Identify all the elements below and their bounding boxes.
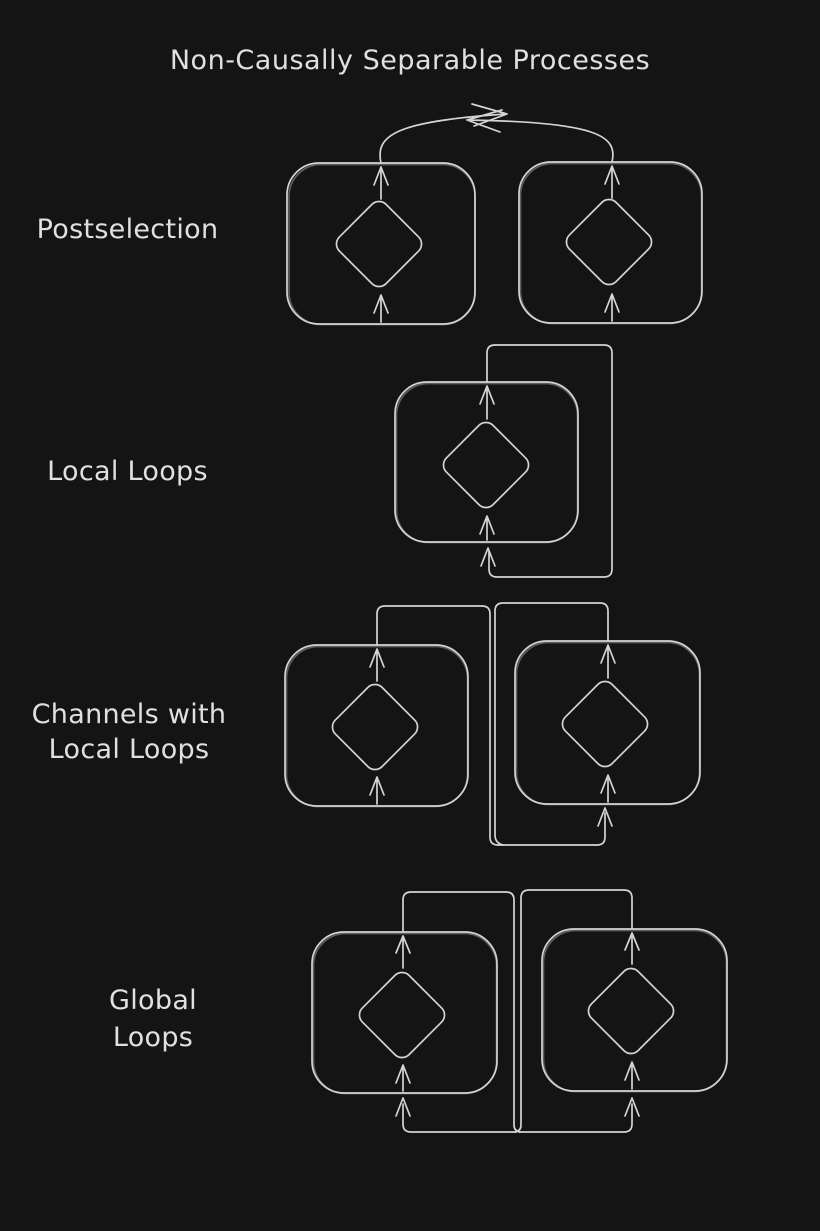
input-arrow	[479, 515, 495, 541]
output-arrow	[479, 385, 495, 420]
label-line: Local Loops	[47, 456, 208, 487]
row-postselection-figure	[286, 103, 703, 326]
label-line: Postselection	[36, 214, 219, 245]
label-line: Global	[109, 985, 197, 1016]
input-arrow	[600, 774, 616, 803]
process-box	[311, 931, 498, 1094]
process-box-sketch-stroke	[542, 929, 728, 1093]
input-arrow	[373, 294, 389, 323]
process-box-sketch-stroke	[288, 163, 476, 326]
input-arrow	[369, 776, 385, 805]
output-arrow	[395, 935, 411, 969]
row-global-loops-figure	[311, 889, 728, 1133]
diamond-shape	[442, 421, 530, 509]
process-box-sketch-stroke	[285, 645, 469, 808]
row-label-channels-with-local-loops: Channels with Local Loops	[23, 697, 235, 767]
global-loop-wire-return-right	[518, 1097, 640, 1133]
output-arrow	[604, 165, 620, 199]
output-arrow	[369, 648, 385, 682]
output-arrow	[373, 166, 389, 200]
process-box	[518, 161, 703, 324]
process-box-sketch-stroke	[395, 382, 579, 544]
postselection-wire-left	[379, 103, 508, 164]
global-loop-wire-right-down	[514, 889, 633, 1133]
local-loop-wire	[494, 602, 609, 846]
row-channels-with-local-loops-figure	[284, 602, 701, 846]
input-arrow	[624, 1061, 640, 1090]
input-arrow	[395, 1064, 411, 1092]
diagram-title: Non-Causally Separable Processes	[169, 45, 651, 76]
row-label-local-loops: Local Loops	[25, 454, 230, 489]
output-arrow	[624, 932, 640, 965]
global-loop-wire-return-left	[395, 1097, 517, 1133]
global-loop-wire-left-down	[402, 891, 521, 1133]
row-label-postselection: Postselection	[25, 212, 230, 247]
process-box-sketch-stroke	[312, 932, 498, 1095]
local-loop-wire	[480, 344, 613, 578]
process-box-sketch-stroke	[515, 641, 701, 806]
postselection-wire-right	[466, 109, 614, 163]
diamond-shape	[565, 198, 653, 286]
output-arrow	[600, 644, 616, 679]
diamond-shape	[358, 971, 446, 1059]
diamond-shape	[335, 200, 423, 288]
label-line: Loops	[112, 1022, 194, 1053]
label-line: Channels with	[31, 699, 227, 730]
diamond-shape	[331, 683, 419, 771]
row-local-loops-figure	[394, 344, 613, 578]
label-line: Local Loops	[48, 734, 210, 765]
channel-wire	[376, 605, 613, 846]
diamond-shape	[561, 680, 649, 768]
row-label-global-loops: Global Loops	[53, 982, 253, 1056]
process-box	[541, 928, 728, 1092]
diamond-shape	[587, 967, 675, 1055]
input-arrow	[604, 293, 620, 322]
process-box-sketch-stroke	[519, 162, 703, 325]
